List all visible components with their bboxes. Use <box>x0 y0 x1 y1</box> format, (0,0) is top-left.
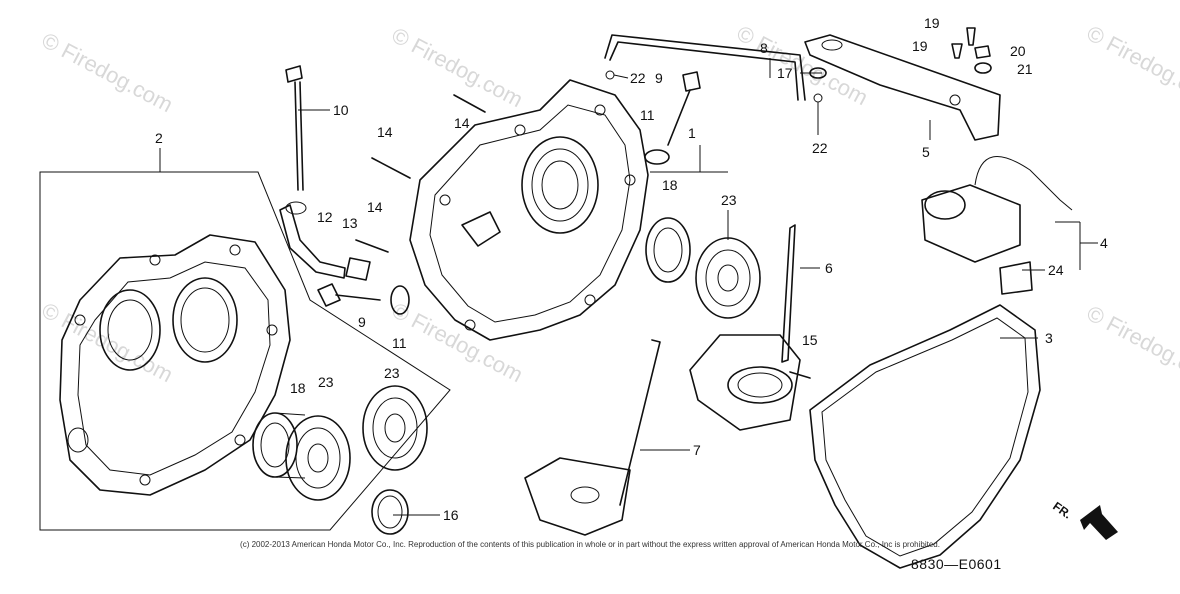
callout-3: 3 <box>1045 330 1053 346</box>
oil-tube-7 <box>619 339 661 506</box>
governor-arm <box>461 211 501 247</box>
nut-20 <box>974 45 991 59</box>
callout-10: 10 <box>333 102 349 118</box>
watermark: © Firedog.com <box>38 27 177 117</box>
copyright-notice: (c) 2002-2013 American Honda Motor Co., … <box>240 540 940 549</box>
callout-21: 21 <box>1017 61 1033 77</box>
crankcase-cover-assembly-main <box>409 79 649 341</box>
bearing-bore <box>172 277 238 363</box>
watermark: © Firedog.com <box>1083 300 1180 390</box>
watermark: © Firedog.com <box>388 297 527 387</box>
screw-19 <box>951 43 963 59</box>
bearing-18-upper <box>645 217 691 283</box>
callout-24: 24 <box>1048 262 1064 278</box>
oil-strainer-cup <box>689 334 801 431</box>
callout-7: 7 <box>693 442 701 458</box>
bolt-15 <box>789 371 811 379</box>
callout-19-b: 19 <box>912 38 928 54</box>
watermark: © Firedog.com <box>1083 20 1180 110</box>
callout-14-b: 14 <box>454 115 470 131</box>
bearing-bore <box>521 136 599 234</box>
callout-13: 13 <box>342 215 358 231</box>
watermark: © Firedog.com <box>733 20 872 110</box>
callout-23-lower-b: 23 <box>384 365 400 381</box>
callout-14-c: 14 <box>367 199 383 215</box>
callout-17: 17 <box>777 65 793 81</box>
callout-4: 4 <box>1100 235 1108 251</box>
clip-22 <box>605 70 615 80</box>
front-direction-arrow: FR. <box>1050 499 1118 540</box>
bolt-14 <box>355 239 389 253</box>
group-bracket <box>39 171 451 531</box>
callout-15: 15 <box>802 332 818 348</box>
callout-6: 6 <box>825 260 833 276</box>
callout-9-left: 9 <box>358 314 366 330</box>
gasket-24 <box>999 261 1033 295</box>
clip-22 <box>813 93 823 103</box>
callout-23-lower-a: 23 <box>318 374 334 390</box>
watermark-layer: © Firedog.com © Firedog.com © Firedog.co… <box>38 20 1180 390</box>
bearing-23-lower-b <box>362 385 428 471</box>
washer-11 <box>644 149 670 165</box>
callout-14-a: 14 <box>377 124 393 140</box>
bearing-23-upper <box>695 237 761 319</box>
callout-9-upper: 9 <box>655 70 663 86</box>
oil-filler-tube-12 <box>279 201 371 281</box>
callout-18-upper: 18 <box>662 177 678 193</box>
callout-2: 2 <box>155 130 163 146</box>
callout-23-upper: 23 <box>721 192 737 208</box>
direction-label: FR. <box>1050 499 1074 522</box>
oil-seal-16 <box>371 489 409 535</box>
drain-plug-9-upper <box>644 71 701 165</box>
leader-lines <box>159 58 1098 516</box>
callout-8: 8 <box>760 40 768 56</box>
gasket-3 <box>809 304 1041 569</box>
callout-1: 1 <box>688 125 696 141</box>
oil-dipstick-10 <box>285 65 304 191</box>
washer-21 <box>974 62 992 74</box>
drain-plug-9-left <box>317 283 410 315</box>
bearing-bore <box>99 289 161 371</box>
breather-tube-8 <box>604 34 806 101</box>
oil-alert-bracket-5 <box>804 34 1001 141</box>
diagram-code: 8830—E0601 <box>911 556 1002 572</box>
callout-labels: 1 2 3 4 5 6 7 8 9 9 10 11 11 12 13 14 14… <box>155 15 1108 523</box>
callout-11-left: 11 <box>392 335 407 351</box>
nut-13 <box>345 257 371 281</box>
crankcase-cover-main <box>409 79 649 341</box>
callout-16: 16 <box>443 507 459 523</box>
callout-18-lower: 18 <box>290 380 306 396</box>
screw-19 <box>966 27 976 46</box>
washer-11 <box>390 285 410 315</box>
crankcase-cover-assembly-group <box>39 171 451 535</box>
callout-19-a: 19 <box>924 15 940 31</box>
bolt-14 <box>453 94 486 113</box>
oil-tube-6 <box>781 224 796 363</box>
oil-pickup-bracket <box>524 457 631 536</box>
bolt-14 <box>371 157 411 179</box>
callout-20: 20 <box>1010 43 1026 59</box>
bearing-23-lower-a <box>285 415 351 501</box>
watermark: © Firedog.com <box>388 22 527 112</box>
callout-5: 5 <box>922 144 930 160</box>
callout-11-upper: 11 <box>640 107 655 123</box>
oil-level-switch-4 <box>921 156 1073 295</box>
callout-12: 12 <box>317 209 333 225</box>
callout-22-right: 22 <box>812 140 828 156</box>
callout-22-left: 22 <box>630 70 646 86</box>
